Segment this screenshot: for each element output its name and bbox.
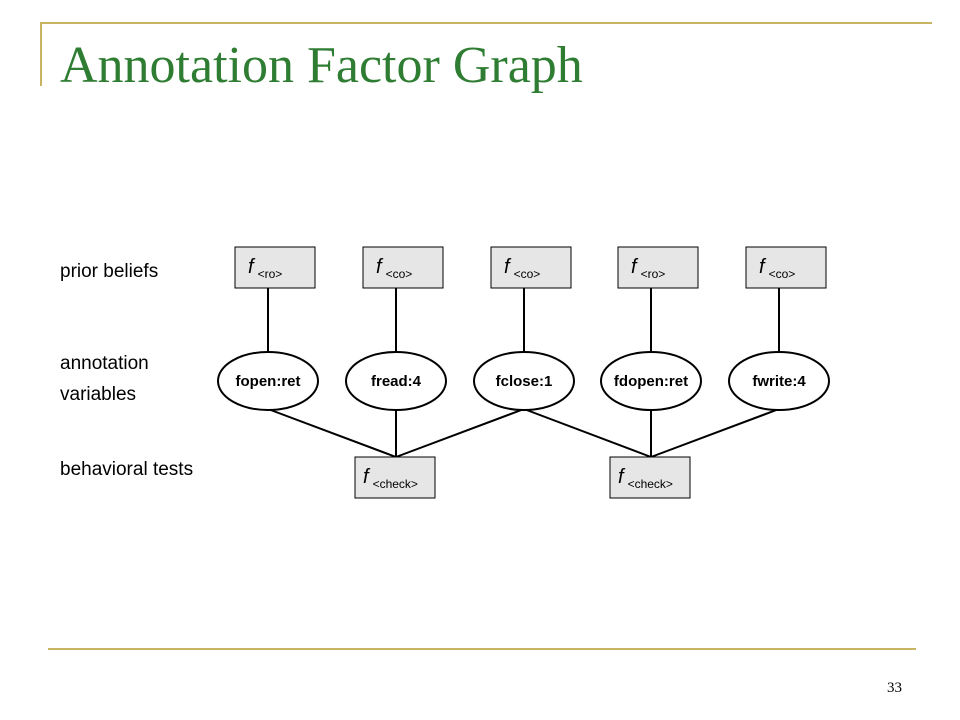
- prior-factor-box-2: [362, 246, 444, 289]
- page-number: 33: [887, 680, 902, 696]
- label-annotation-variables: annotation variables: [60, 348, 149, 410]
- variable-label-3: fclose:1: [496, 373, 553, 390]
- prior-factor-label-5: f<co>: [759, 256, 795, 281]
- prior-factor-label-4: f<ro>: [631, 256, 665, 281]
- variable-node-3: [473, 351, 575, 411]
- check-factor-label-2: f<check>: [618, 466, 673, 491]
- frame-left-rule: [40, 22, 42, 86]
- edge-check-2-var-3: [523, 408, 652, 458]
- prior-factor-label-1: f<ro>: [248, 256, 282, 281]
- check-factor-box-2: [609, 456, 691, 499]
- prior-factor-box-3: [490, 246, 572, 289]
- prior-factor-box-4: [617, 246, 699, 289]
- variable-node-4: [600, 351, 702, 411]
- variable-label-2: fread:4: [371, 373, 422, 390]
- prior-factor-label-2: f<co>: [376, 256, 412, 281]
- variable-node-1: [217, 351, 319, 411]
- edge-check-1-var-1: [267, 408, 397, 458]
- prior-factor-label-3: f<co>: [504, 256, 540, 281]
- prior-factor-box-1: [234, 246, 316, 289]
- label-annotation-line1: annotation: [60, 353, 149, 374]
- label-behavioral-tests: behavioral tests: [60, 459, 194, 480]
- edge-check-1-var-3: [395, 408, 525, 458]
- variable-node-2: [345, 351, 447, 411]
- check-factor-box-1: [354, 456, 436, 499]
- variable-label-5: fwrite:4: [752, 373, 806, 390]
- slide-title: Annotation Factor Graph: [60, 37, 583, 94]
- label-annotation-line2: variables: [60, 384, 137, 405]
- variable-node-5: [728, 351, 830, 411]
- frame-bottom-rule: [48, 648, 916, 650]
- variable-label-4: fdopen:ret: [614, 373, 688, 390]
- variable-label-1: fopen:ret: [236, 373, 301, 390]
- prior-factor-box-5: [745, 246, 827, 289]
- edge-check-2-var-5: [650, 408, 780, 458]
- check-factor-label-1: f<check>: [363, 466, 418, 491]
- label-prior-beliefs: prior beliefs: [60, 261, 159, 282]
- frame-top-rule: [40, 22, 932, 24]
